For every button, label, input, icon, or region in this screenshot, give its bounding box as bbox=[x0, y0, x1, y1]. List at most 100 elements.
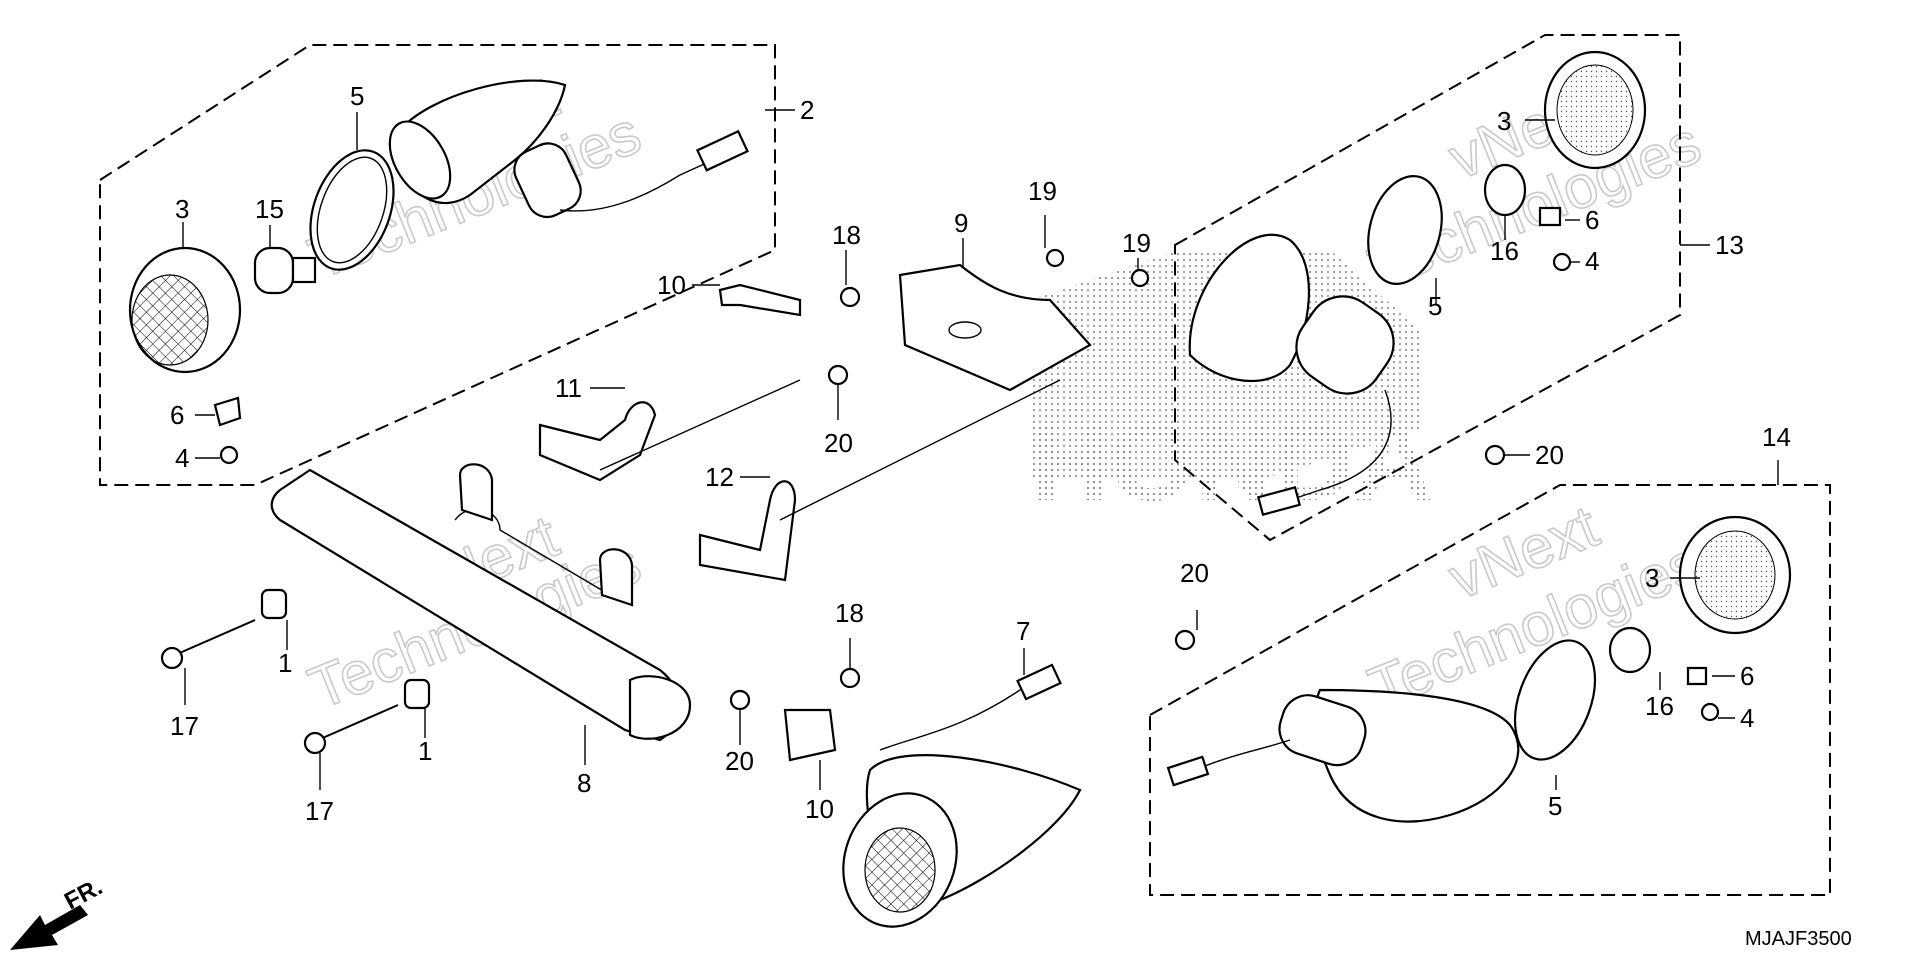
lower-right-bulb-16 bbox=[1608, 626, 1652, 674]
wire-connector bbox=[695, 129, 749, 172]
callout-10-lower: 10 bbox=[805, 794, 834, 824]
front-label: FR. bbox=[60, 873, 107, 915]
screw-20-lower bbox=[729, 689, 751, 711]
assembly-boundary-2 bbox=[99, 44, 776, 486]
callout-20-lower-right: 20 bbox=[1180, 558, 1209, 588]
front-arrow-icon bbox=[10, 905, 88, 950]
screw-18-lower bbox=[839, 667, 861, 689]
callout-16-upper-right: 16 bbox=[1490, 236, 1519, 266]
honda-wordmark: HONDA bbox=[1030, 401, 1433, 524]
clip-nut bbox=[213, 396, 242, 427]
callout-4-lower-right: 4 bbox=[1740, 703, 1754, 733]
collar-upper bbox=[260, 588, 288, 620]
bracket-9-slot bbox=[948, 321, 982, 339]
callout-3-upper-left: 3 bbox=[175, 194, 189, 224]
callout-7: 7 bbox=[1016, 616, 1030, 646]
right-screw-4 bbox=[1552, 252, 1572, 272]
crossbar-assembly bbox=[160, 463, 692, 755]
bolt-17-upper-head bbox=[160, 646, 184, 670]
bolt-19-a bbox=[1045, 248, 1065, 268]
leader-bracket11 bbox=[599, 379, 801, 471]
callout-18-lower: 18 bbox=[835, 598, 864, 628]
callout-6-upper-right: 6 bbox=[1585, 205, 1599, 235]
callout-9: 9 bbox=[954, 208, 968, 238]
callout-17-lower: 17 bbox=[305, 796, 334, 826]
callout-19-left: 19 bbox=[1028, 176, 1057, 206]
bracket-10-lower bbox=[783, 708, 837, 762]
screw-20-lower-right bbox=[1174, 629, 1196, 651]
assembly-boundary-14 bbox=[1149, 484, 1831, 896]
callout-1-upper: 1 bbox=[278, 648, 292, 678]
callout-17-upper: 17 bbox=[170, 711, 199, 741]
bulb-base bbox=[291, 256, 317, 284]
callout-20-center: 20 bbox=[824, 428, 853, 458]
bulb-15 bbox=[253, 246, 295, 295]
diagram-code: MJAJF3500 bbox=[1745, 928, 1852, 950]
callout-3-upper-right: 3 bbox=[1497, 106, 1511, 136]
lens-gasket-inner bbox=[316, 156, 388, 264]
screw-20-right bbox=[1484, 444, 1506, 466]
upper-right-signal-assembly bbox=[1188, 50, 1647, 516]
lower-right-clip-6 bbox=[1686, 666, 1708, 686]
lower-connector-7 bbox=[1016, 663, 1062, 701]
callout-14: 14 bbox=[1762, 422, 1791, 452]
bracket-12 bbox=[698, 480, 797, 582]
callout-15: 15 bbox=[255, 194, 284, 224]
bracket-11 bbox=[538, 401, 657, 482]
callout-16-lower-right: 16 bbox=[1645, 691, 1674, 721]
callout-6-upper-left: 6 bbox=[170, 400, 184, 430]
callout-12: 12 bbox=[705, 462, 734, 492]
callout-11: 11 bbox=[555, 373, 582, 403]
right-housing bbox=[1188, 233, 1311, 383]
crossbar-tube bbox=[270, 468, 682, 742]
upper-left-signal-assembly bbox=[128, 79, 749, 465]
lower-right-gasket-5 bbox=[1513, 639, 1597, 761]
bolt-17-upper bbox=[174, 619, 256, 656]
leader-bracket12 bbox=[779, 379, 1061, 521]
callout-20-lower: 20 bbox=[725, 746, 754, 776]
right-lens-face bbox=[1556, 64, 1634, 156]
callout-5-upper-left: 5 bbox=[350, 81, 364, 111]
front-direction-indicator: FR. bbox=[10, 873, 107, 950]
bracket-10-upper bbox=[718, 283, 802, 317]
lens-grille bbox=[131, 274, 209, 366]
callout-1-lower: 1 bbox=[418, 736, 432, 766]
right-wire bbox=[1289, 389, 1392, 501]
assembly-boundary-13 bbox=[1174, 34, 1681, 542]
right-gasket-5 bbox=[1367, 175, 1443, 285]
callout-labels: 2 5 3 15 6 4 18 10 11 20 9 19 19 12 1 1 … bbox=[170, 81, 1791, 826]
right-clip-6 bbox=[1538, 206, 1562, 227]
lens-gasket bbox=[309, 149, 395, 271]
right-bulb-16 bbox=[1483, 163, 1527, 217]
bolt-17-lower bbox=[317, 704, 399, 741]
screw-20-upper bbox=[827, 364, 849, 386]
lower-right-connector bbox=[1166, 755, 1210, 787]
callout-5-lower-right: 5 bbox=[1548, 791, 1562, 821]
mount-boss-1 bbox=[458, 463, 494, 522]
lower-right-screw-4 bbox=[1700, 702, 1720, 722]
mount-boss-2 bbox=[598, 548, 634, 607]
lower-lens-grille bbox=[864, 827, 936, 913]
callout-20-right: 20 bbox=[1535, 440, 1564, 470]
collar-lower bbox=[403, 678, 431, 710]
bolt-17-lower-head bbox=[303, 731, 327, 755]
lower-center-signal bbox=[842, 663, 1082, 928]
housing-opening bbox=[388, 120, 452, 200]
bracket-9 bbox=[898, 263, 1092, 392]
callout-18-upper: 18 bbox=[832, 220, 861, 250]
callout-13: 13 bbox=[1715, 230, 1744, 260]
callout-8: 8 bbox=[577, 768, 591, 798]
signal-wire bbox=[559, 149, 736, 212]
signal-stalk bbox=[513, 142, 582, 219]
crossbar-end bbox=[628, 675, 692, 740]
right-stalk bbox=[1295, 295, 1395, 395]
callout-6-lower-right: 6 bbox=[1740, 661, 1754, 691]
callout-3-lower-right: 3 bbox=[1645, 563, 1659, 593]
callout-4-upper-right: 4 bbox=[1585, 246, 1599, 276]
callout-5-upper-right: 5 bbox=[1428, 291, 1442, 321]
bracket-group bbox=[538, 248, 1506, 762]
callout-2: 2 bbox=[800, 95, 814, 125]
callout-19-right: 19 bbox=[1122, 228, 1151, 258]
